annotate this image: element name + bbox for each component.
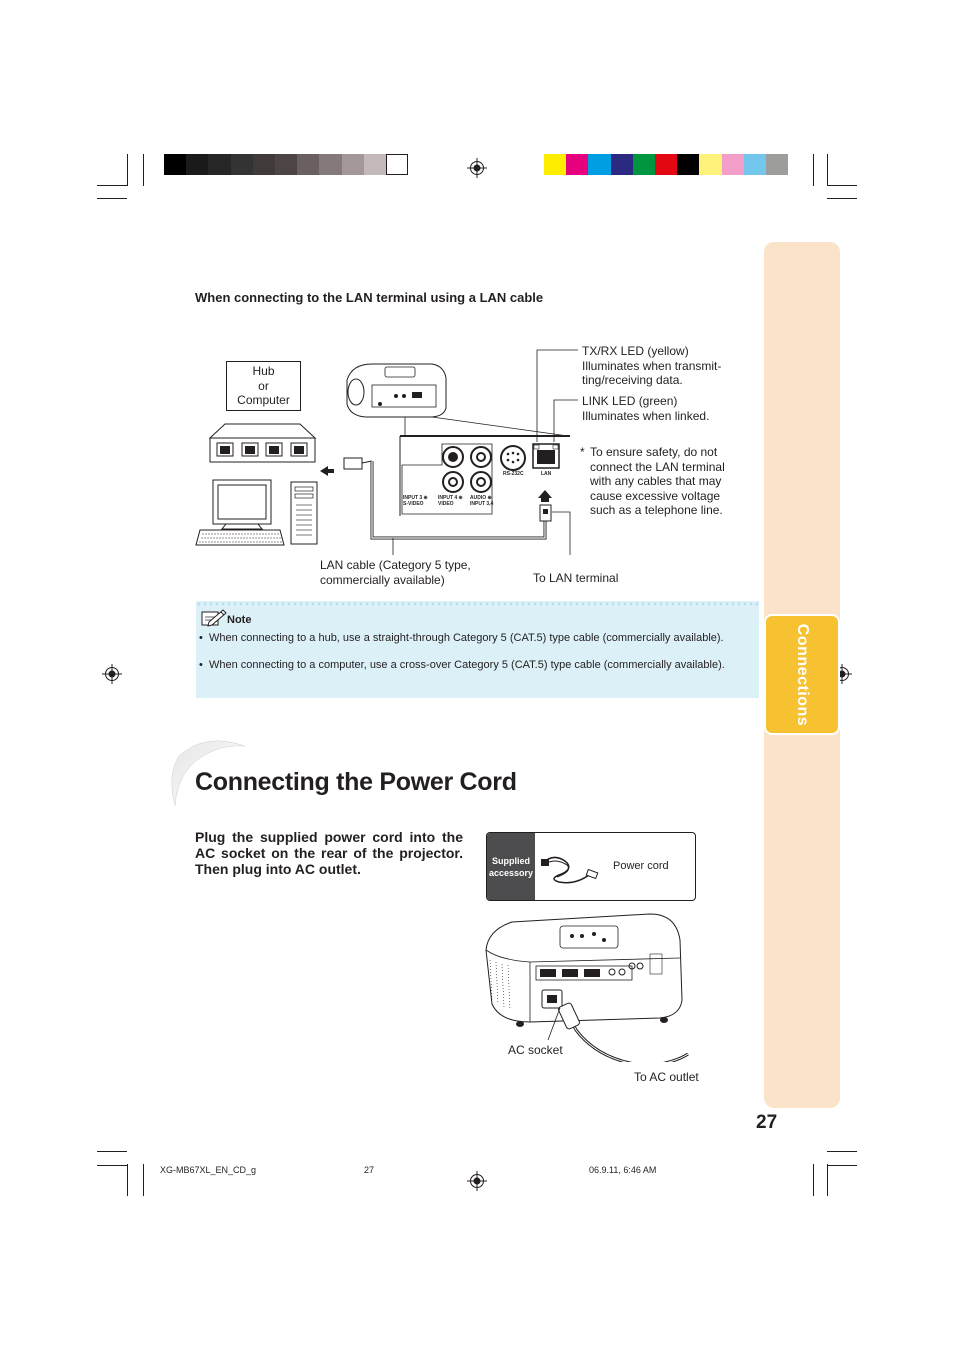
crop-mark bbox=[827, 198, 857, 199]
crop-mark bbox=[97, 1165, 127, 1166]
panel-label-rs232c: RS-232C bbox=[503, 471, 524, 477]
registration-mark-icon bbox=[467, 158, 487, 178]
color-swatch bbox=[766, 154, 789, 175]
crop-mark bbox=[97, 198, 127, 199]
note-dotted-border bbox=[196, 601, 759, 607]
note-item: • When connecting to a hub, use a straig… bbox=[199, 632, 724, 644]
crop-mark bbox=[97, 185, 127, 186]
color-swatch bbox=[721, 154, 744, 175]
safety-asterisk: * bbox=[580, 445, 585, 459]
safety-warning-text: To ensure safety, do not connect the LAN… bbox=[590, 445, 725, 517]
color-swatch bbox=[164, 154, 187, 175]
color-swatch bbox=[566, 154, 589, 175]
color-swatch bbox=[677, 154, 700, 175]
power-cord-icon bbox=[541, 856, 599, 884]
lan-section-heading: When connecting to the LAN terminal usin… bbox=[195, 290, 544, 305]
link-led-label: LINK LED (green) Illuminates when linked… bbox=[582, 394, 710, 423]
connector-panel-illustration bbox=[399, 435, 570, 522]
crop-mark bbox=[97, 1151, 127, 1152]
side-tab-label: Connections bbox=[794, 623, 812, 726]
lan-cable-label: LAN cable (Category 5 type, commercially… bbox=[320, 558, 471, 587]
side-tab-connections[interactable] bbox=[764, 614, 840, 735]
txrx-led-label: TX/RX LED (yellow) Illuminates when tran… bbox=[582, 344, 722, 387]
crop-mark bbox=[813, 154, 814, 186]
note-box bbox=[196, 601, 759, 698]
color-swatch bbox=[386, 154, 409, 175]
crop-mark bbox=[827, 1165, 857, 1166]
color-swatch bbox=[252, 154, 275, 175]
section-title-swoosh-icon bbox=[171, 740, 246, 807]
color-swatch bbox=[275, 154, 298, 175]
page-number: 27 bbox=[756, 1112, 778, 1133]
color-swatch bbox=[186, 154, 209, 175]
crop-mark bbox=[827, 1151, 857, 1152]
ac-socket-label: AC socket bbox=[508, 1043, 563, 1057]
color-swatch bbox=[743, 154, 766, 175]
crop-mark bbox=[827, 1164, 828, 1196]
note-item: • When connecting to a computer, use a c… bbox=[199, 659, 725, 671]
registration-mark-icon bbox=[102, 664, 122, 684]
supplied-accessory-box: Supplied accessory Power cord bbox=[486, 832, 696, 901]
color-swatch bbox=[341, 154, 364, 175]
crop-mark bbox=[127, 154, 128, 186]
registration-mark-icon bbox=[467, 1171, 487, 1191]
supplied-accessory-header: Supplied accessory bbox=[487, 833, 535, 900]
color-swatch bbox=[632, 154, 655, 175]
color-swatch bbox=[297, 154, 320, 175]
color-swatch bbox=[655, 154, 678, 175]
page-title: Connecting the Power Cord bbox=[195, 768, 517, 796]
crop-mark bbox=[813, 1164, 814, 1196]
power-cord-label: Power cord bbox=[613, 860, 669, 872]
color-swatch bbox=[319, 154, 342, 175]
bullet: • bbox=[199, 659, 203, 671]
crop-mark bbox=[143, 154, 144, 186]
hub-illustration bbox=[208, 423, 317, 463]
color-swatch bbox=[610, 154, 633, 175]
instruction-text: Plug the supplied power cord into the AC… bbox=[195, 829, 463, 877]
footer-filename: XG-MB67XL_EN_CD_g bbox=[160, 1165, 257, 1175]
note-title: Note bbox=[227, 614, 252, 626]
bullet: • bbox=[199, 632, 203, 644]
panel-label-input4: INPUT 4 ⊕ VIDEO bbox=[438, 495, 463, 507]
color-swatch bbox=[230, 154, 253, 175]
to-lan-terminal-label: To LAN terminal bbox=[533, 571, 619, 585]
color-swatch bbox=[699, 154, 722, 175]
footer-timestamp: 06.9.11, 6:46 AM bbox=[589, 1165, 657, 1175]
color-swatch bbox=[544, 154, 567, 175]
pencil-note-icon bbox=[201, 609, 227, 627]
crop-mark bbox=[827, 185, 857, 186]
computer-illustration bbox=[195, 479, 318, 546]
panel-label-input3: INPUT 3 ⊕ S-VIDEO bbox=[403, 495, 428, 507]
crop-mark bbox=[127, 1164, 128, 1196]
projector-power-illustration bbox=[485, 913, 689, 1062]
to-ac-outlet-label: To AC outlet bbox=[634, 1070, 699, 1084]
footer-page: 27 bbox=[364, 1165, 375, 1175]
panel-label-audio: AUDIO ⊕ INPUT 3,4 bbox=[470, 495, 494, 507]
hub-computer-label: Hub or Computer bbox=[226, 361, 301, 411]
panel-label-lan: LAN bbox=[541, 471, 552, 477]
color-swatch bbox=[588, 154, 611, 175]
crop-mark bbox=[827, 154, 828, 186]
lan-connection-diagram bbox=[195, 349, 578, 555]
color-swatch bbox=[208, 154, 231, 175]
color-swatch bbox=[363, 154, 386, 175]
crop-mark bbox=[143, 1164, 144, 1196]
projector-small-illustration bbox=[346, 363, 447, 418]
